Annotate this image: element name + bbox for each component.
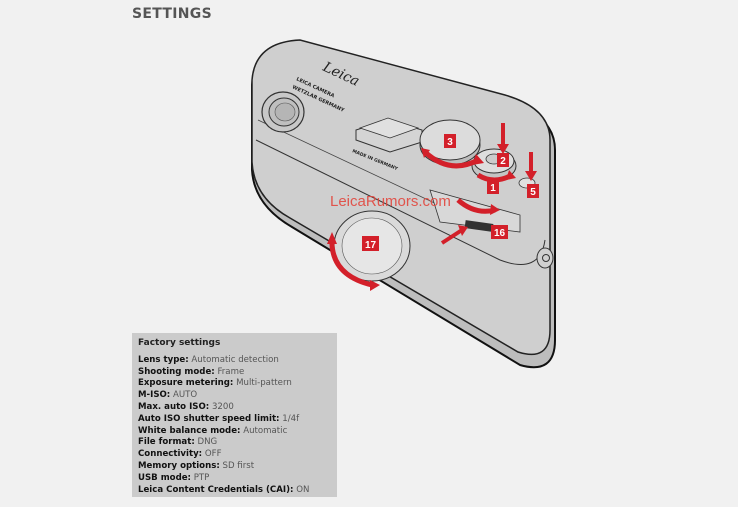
setting-value: AUTO (172, 390, 198, 401)
svg-text:1: 1 (490, 183, 496, 194)
setting-row: USB mode: PTP (138, 473, 331, 485)
setting-value: OFF (204, 449, 222, 460)
setting-key: USB mode: (138, 472, 191, 483)
setting-row: White balance mode: Automatic (138, 426, 331, 438)
setting-row: File format: DNG (138, 437, 331, 449)
setting-key: Exposure metering: (138, 378, 234, 389)
callout-badge-1: 1 (487, 180, 499, 194)
callout-badge-5: 5 (527, 184, 539, 198)
setting-row: Lens type: Automatic detection (138, 355, 331, 367)
setting-row: Auto ISO shutter speed limit: 1/4f (138, 414, 331, 426)
factory-settings-panel: Factory settings Lens type: Automatic de… (132, 333, 337, 497)
setting-row: Leica Content Credentials (CAI): ON (138, 485, 331, 497)
setting-row: Connectivity: OFF (138, 449, 331, 461)
svg-text:17: 17 (365, 240, 377, 251)
thumbwheel (464, 220, 494, 232)
setting-value: Multi-pattern (236, 378, 292, 389)
viewfinder-eyepiece-icon (261, 91, 305, 133)
factory-settings-title: Factory settings (138, 338, 221, 348)
setting-value: SD first (222, 460, 255, 471)
setting-value: Automatic (243, 425, 288, 436)
setting-value: Automatic detection (191, 354, 279, 365)
setting-row: Memory options: SD first (138, 461, 331, 473)
setting-value: ON (296, 484, 310, 495)
svg-text:3: 3 (447, 137, 453, 148)
callout-badge-2: 2 (497, 153, 509, 167)
page-heading: SETTINGS (132, 6, 212, 22)
setting-key: Lens type: (138, 354, 189, 365)
setting-key: File format: (138, 437, 195, 448)
setting-key: Max. auto ISO: (138, 401, 210, 412)
strap-lug-icon (536, 247, 554, 269)
setting-value: 3200 (211, 401, 234, 412)
svg-text:2: 2 (500, 156, 506, 167)
setting-row: M-ISO: AUTO (138, 390, 331, 402)
setting-key: Auto ISO shutter speed limit: (138, 413, 280, 424)
setting-key: Leica Content Credentials (CAI): (138, 484, 294, 495)
setting-key: Connectivity: (138, 449, 203, 460)
watermark: LeicaRumors.com (330, 193, 451, 210)
setting-key: M-ISO: (138, 390, 171, 401)
top-plate-line (255, 139, 546, 265)
setting-value: PTP (193, 472, 210, 483)
arrow-press-thumbwheel (440, 228, 464, 245)
camera-body (251, 39, 551, 356)
setting-key: Memory options: (138, 460, 220, 471)
arrow-rear-dial (329, 237, 373, 288)
setting-row: Exposure metering: Multi-pattern (138, 378, 331, 390)
svg-text:16: 16 (494, 228, 506, 239)
svg-text:5: 5 (530, 187, 536, 198)
setting-value: 1/4f (282, 413, 300, 424)
callout-badge-3: 3 (444, 134, 456, 148)
setting-row: Max. auto ISO: 3200 (138, 402, 331, 414)
setting-value: DNG (197, 437, 218, 448)
setting-value: Frame (217, 366, 245, 377)
setting-key: White balance mode: (138, 425, 241, 436)
callout-badge-17: 17 (362, 236, 379, 251)
callout-badge-16: 16 (491, 225, 508, 239)
setting-key: Shooting mode: (138, 366, 215, 377)
setting-row: Shooting mode: Frame (138, 367, 331, 379)
